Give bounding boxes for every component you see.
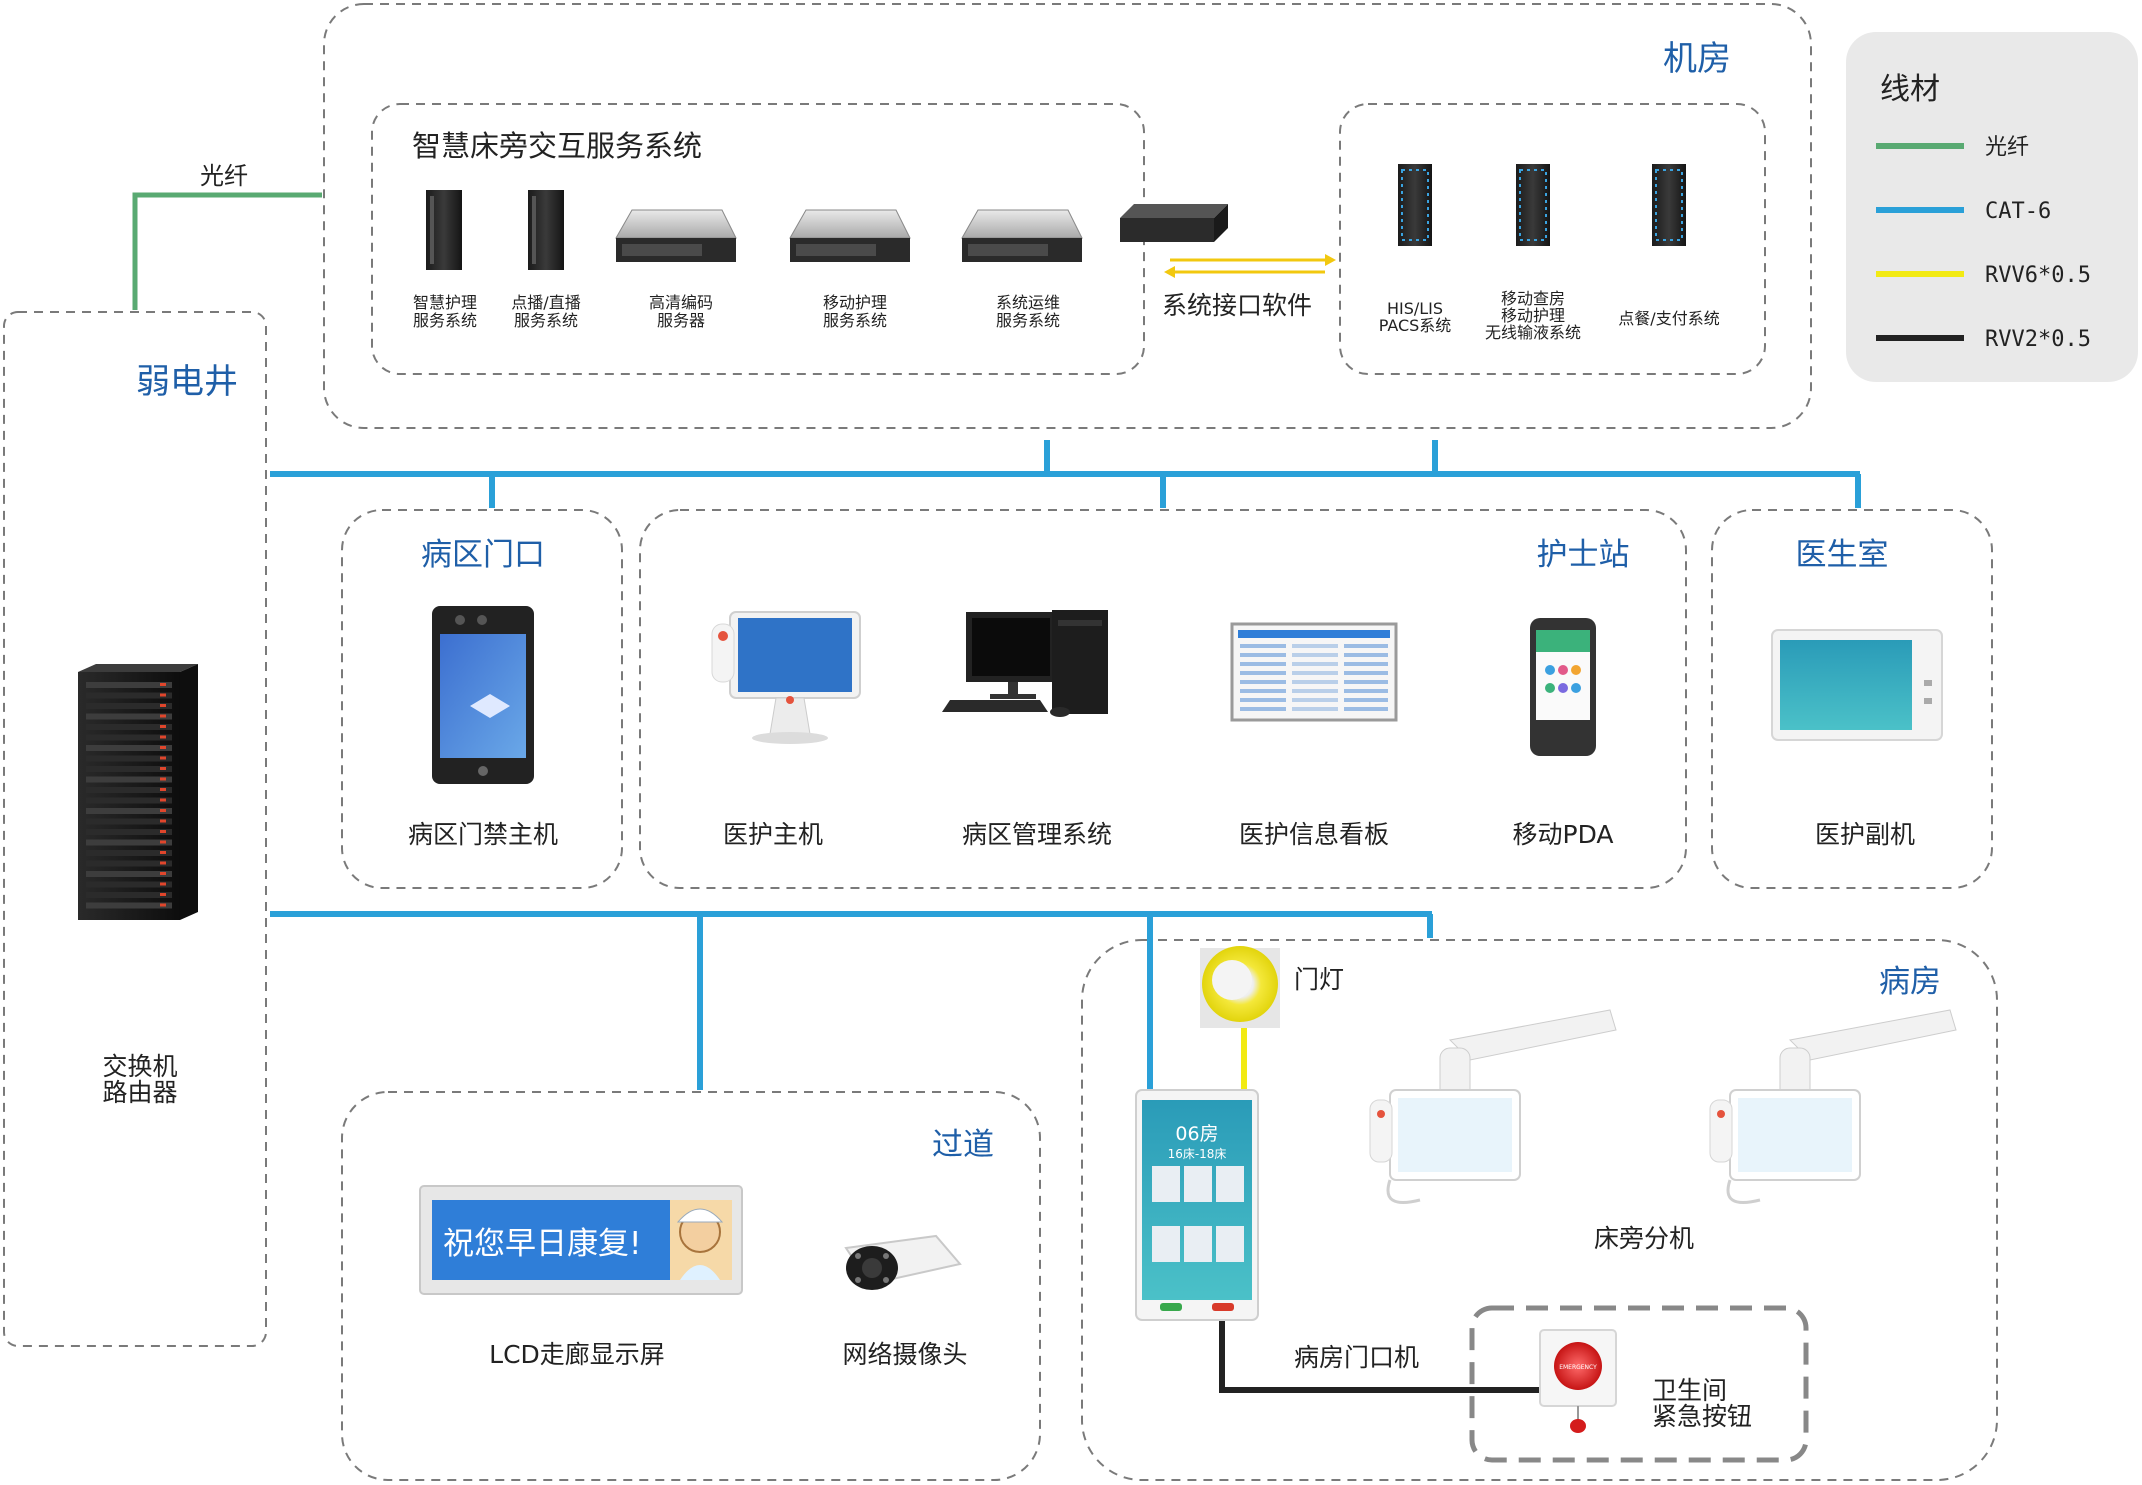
interface-gateway-icon bbox=[1120, 204, 1228, 242]
access-control-terminal-icon bbox=[432, 606, 534, 784]
network-camera-icon bbox=[844, 1234, 962, 1290]
info-board-icon bbox=[1230, 622, 1398, 722]
external-system-label: 点餐/支付系统 bbox=[1618, 309, 1719, 328]
external-systems-zone bbox=[1339, 103, 1766, 375]
info-board-label: 医护信息看板 bbox=[1239, 820, 1389, 849]
server-label: 服务系统 bbox=[996, 311, 1060, 330]
door-light-icon bbox=[1200, 946, 1280, 1028]
emergency-button-label: 紧急按钮 bbox=[1652, 1402, 1752, 1431]
machine-room-zone bbox=[323, 3, 1812, 429]
doctor-office-title: 医生室 bbox=[1796, 537, 1889, 573]
corridor-title: 过道 bbox=[932, 1127, 994, 1163]
his-lis-server-icon bbox=[1398, 164, 1432, 246]
server-label: 服务系统 bbox=[413, 311, 477, 330]
rack-server-icon bbox=[615, 209, 737, 262]
mobile-pda-label: 移动PDA bbox=[1513, 820, 1614, 849]
server-label: 点播/直播 bbox=[511, 293, 580, 312]
medical-sub-label: 医护副机 bbox=[1815, 820, 1915, 849]
door-panel-room: 06房 bbox=[1175, 1123, 1218, 1145]
ward-room-zone bbox=[1081, 939, 1998, 1481]
bedside-unit-label: 床旁分机 bbox=[1594, 1224, 1694, 1253]
rvv2-cable bbox=[1219, 1320, 1540, 1393]
external-system-label: 移动查房 bbox=[1501, 289, 1565, 308]
fiber-label: 光纤 bbox=[200, 162, 248, 190]
tower-server-icon bbox=[528, 190, 564, 270]
interface-software-label: 系统接口软件 bbox=[1162, 291, 1312, 320]
bedside-unit-icon bbox=[1709, 1009, 1957, 1204]
emergency-text: EMERGENCY bbox=[1559, 1364, 1597, 1371]
rack-server-icon bbox=[961, 209, 1083, 262]
legend-panel bbox=[1846, 32, 2138, 382]
medical-sub-unit-icon bbox=[1771, 629, 1943, 741]
external-system-label: 无线输液系统 bbox=[1485, 323, 1581, 342]
nurse-station-zone bbox=[639, 509, 1687, 889]
fiber-cable bbox=[132, 192, 322, 310]
lcd-corridor-display-icon bbox=[419, 1185, 743, 1295]
bathroom-label: 卫生间 bbox=[1652, 1376, 1727, 1405]
ward-door-unit-label: 病房门口机 bbox=[1294, 1343, 1419, 1372]
server-label: 服务系统 bbox=[514, 311, 578, 330]
machine-room-title: 机房 bbox=[1663, 39, 1731, 79]
emergency-button-icon bbox=[1539, 1329, 1617, 1433]
ward-access-host-label: 病区门禁主机 bbox=[408, 820, 558, 849]
nurse-station-title: 护士站 bbox=[1537, 537, 1630, 573]
rack-server-icon bbox=[789, 209, 911, 262]
ward-management-label: 病区管理系统 bbox=[962, 820, 1112, 849]
door-panel-beds: 16床-18床 bbox=[1168, 1147, 1227, 1161]
external-system-label: 移动护理 bbox=[1501, 306, 1565, 325]
external-system-label: HIS/LIS bbox=[1387, 299, 1443, 318]
medical-host-icon bbox=[711, 611, 861, 744]
ward-entrance-title: 病区门口 bbox=[421, 537, 545, 573]
lcd-display-text: 祝您早日康复! bbox=[443, 1226, 641, 1262]
lcd-display-label: LCD走廊显示屏 bbox=[489, 1340, 665, 1369]
door-light-label: 门灯 bbox=[1294, 965, 1344, 994]
legend-label: 光纤 bbox=[1985, 135, 2029, 160]
medical-host-label: 医护主机 bbox=[723, 820, 823, 849]
legend-label: RVV2*0.5 bbox=[1985, 327, 2091, 352]
server-label: 移动护理 bbox=[823, 293, 887, 312]
tower-server-icon bbox=[426, 190, 462, 270]
server-label: 智慧护理 bbox=[413, 293, 477, 312]
mobile-pda-icon bbox=[1530, 618, 1596, 756]
mobile-rounds-server-icon bbox=[1516, 164, 1550, 246]
server-label: 服务系统 bbox=[823, 311, 887, 330]
bedside-unit-icon bbox=[1369, 1009, 1617, 1204]
bidirectional-arrow-icon bbox=[1164, 254, 1336, 278]
server-label: 服务器 bbox=[657, 311, 705, 330]
weak-well-title: 弱电井 bbox=[136, 362, 238, 402]
doctor-office-zone bbox=[1711, 509, 1993, 889]
external-system-label: PACS系统 bbox=[1379, 316, 1452, 335]
ward-room-title: 病房 bbox=[1879, 964, 1941, 1000]
desktop-computer-icon bbox=[942, 610, 1108, 717]
camera-label: 网络摄像头 bbox=[842, 1340, 967, 1369]
bathroom-zone bbox=[1469, 1305, 1809, 1463]
ordering-payment-server-icon bbox=[1652, 164, 1686, 246]
network-rack-icon bbox=[78, 664, 198, 920]
legend-label: CAT-6 bbox=[1985, 199, 2051, 224]
server-label: 系统运维 bbox=[996, 293, 1060, 312]
legend-title: 线材 bbox=[1880, 72, 1940, 107]
weak-well-zone bbox=[3, 311, 267, 1347]
smart-bedside-system-title: 智慧床旁交互服务系统 bbox=[412, 129, 702, 163]
legend-label: RVV6*0.5 bbox=[1985, 263, 2091, 288]
ward-entrance-zone bbox=[341, 509, 623, 889]
switch-label: 交换机 bbox=[102, 1052, 177, 1081]
ward-door-unit-icon bbox=[1135, 1089, 1259, 1321]
router-label: 路由器 bbox=[102, 1078, 177, 1107]
corridor-zone bbox=[341, 1091, 1041, 1481]
server-label: 高清编码 bbox=[649, 293, 713, 312]
